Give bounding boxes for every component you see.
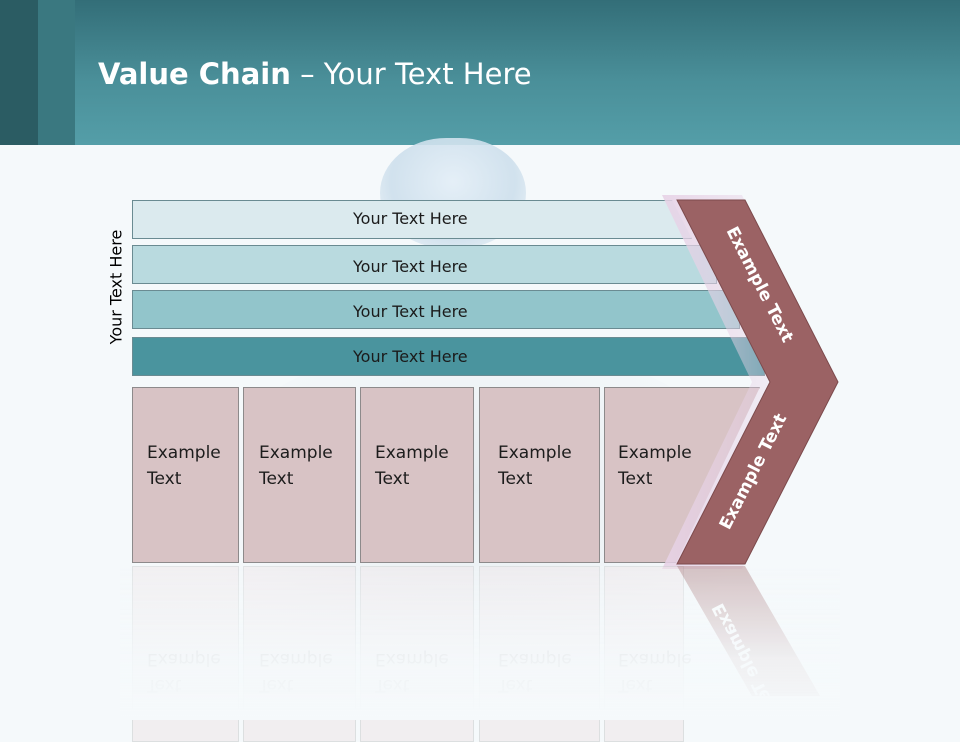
header-accent-bar-light — [38, 0, 75, 145]
band-4-label: Your Text Here — [353, 347, 468, 366]
title-bold: Value Chain — [98, 57, 291, 91]
band-2 — [132, 245, 717, 284]
band-3 — [132, 290, 740, 329]
chevron-shape — [676, 199, 839, 565]
band-3-label: Your Text Here — [353, 302, 468, 321]
margin-chevron: Example Text Example Text — [662, 195, 839, 569]
activity-box-3 — [360, 387, 474, 563]
activity-box-4 — [479, 387, 600, 563]
band-2-label: Your Text Here — [353, 257, 468, 276]
slide-title: Value Chain – Your Text Here — [98, 54, 532, 94]
header-accent-bar-dark — [0, 0, 38, 145]
band-1-label: Your Text Here — [353, 209, 468, 228]
band-4 — [132, 337, 765, 376]
side-label: Your Text Here — [106, 229, 126, 345]
activity-box-1 — [132, 387, 239, 563]
reflection-fade — [120, 566, 840, 720]
header-banner: Value Chain – Your Text Here — [0, 0, 960, 145]
activity-box-2 — [243, 387, 356, 563]
band-1 — [132, 200, 692, 239]
title-rest: – Your Text Here — [290, 57, 532, 91]
